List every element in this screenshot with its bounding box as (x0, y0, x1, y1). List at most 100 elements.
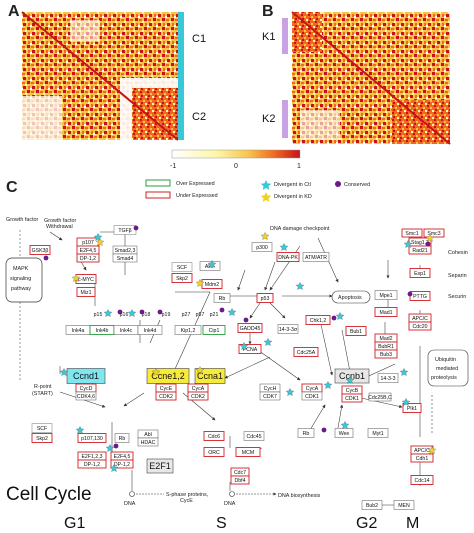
marker-star (285, 388, 295, 396)
node-ccnd1: Ccnd1 (66, 368, 106, 384)
node-f1433b: 14-3-3 (377, 373, 399, 383)
node-label: Mad2 (380, 336, 393, 342)
node-tgfb: TGFβ (113, 225, 137, 235)
node-label: Smc1 (405, 231, 418, 237)
node-p300: p300 (251, 242, 273, 252)
node-cdk1a: CDK1 (301, 391, 323, 401)
marker-star (207, 260, 217, 268)
node-label: CycA (192, 386, 205, 392)
node-p27: p27 (182, 312, 191, 318)
node-label: Smc3 (427, 231, 440, 237)
node-label: BubR1 (378, 344, 394, 350)
node-label: CDK7 (263, 394, 277, 400)
node-label: Ccnd1 (73, 371, 99, 381)
node-label: HDAC (141, 440, 156, 446)
node-label: Chk1,2 (310, 318, 327, 324)
pathway-markers (43, 225, 437, 472)
node-label: p21 (210, 312, 219, 318)
marker-star (403, 240, 413, 248)
node-label: TGFβ (118, 228, 131, 234)
node-ccna1: Ccna1 (194, 368, 226, 384)
marker-star (105, 444, 115, 452)
node-p107b: p107,130 (77, 433, 107, 443)
label-dna-2: DNA (224, 501, 236, 507)
label-dna-1: DNA (124, 501, 136, 507)
label-gf-withdrawal-2: Withdrawal (46, 224, 73, 230)
svg-text:Over Expressed: Over Expressed (176, 181, 215, 187)
node-label: CycA (306, 386, 319, 392)
node-label: Ink4a (72, 328, 85, 334)
svg-text:Under Expressed: Under Expressed (176, 193, 218, 199)
node-p53: p53 (256, 293, 274, 303)
node-cdc20: Cdc20 (408, 321, 432, 331)
node-mad1: Mad1 (374, 307, 398, 317)
marker-star (127, 309, 137, 317)
node-label: SCF (177, 265, 187, 271)
node-label: p107 (82, 240, 94, 246)
node-label: MCM (242, 450, 254, 456)
node-label: Ink4b (96, 328, 109, 334)
node-ink4b: Ink4b (89, 325, 115, 335)
node-label: Mpe1 (380, 293, 393, 299)
node-scf1: SCF (171, 262, 193, 272)
cluster-label-k2: K2 (262, 113, 275, 125)
panel-label-a: A (8, 3, 20, 20)
node-cych: CycH (259, 383, 281, 393)
node-rb2: Rb (213, 293, 231, 303)
node-label: CDK2 (191, 394, 205, 400)
node-p21: p21 (210, 312, 219, 318)
label-securin: Securin (448, 294, 466, 300)
marker-conserved (331, 315, 337, 321)
node-smc1: Smc1 (401, 228, 423, 238)
label-dna-biosynthesis: DNA biosynthesis (278, 493, 321, 499)
node-rad21: Rad21 (408, 245, 432, 255)
node-label: GADD45 (240, 326, 261, 332)
marker-conserved (113, 443, 119, 449)
marker-star (323, 381, 333, 389)
node-label: p19 (162, 312, 171, 318)
node-dp12a: DP-1,2 (76, 253, 100, 263)
node-ink4a: Ink4a (65, 325, 91, 335)
marker-star (103, 309, 113, 317)
node-f1433: 14-3-3σ (277, 324, 299, 334)
colorbar (171, 149, 301, 159)
svg-text:Conserved: Conserved (344, 182, 370, 188)
node-cyca-g2: CycA (301, 383, 323, 393)
node-label: p53 (261, 296, 270, 302)
node-label: p107,130 (81, 436, 103, 442)
panel-label-b: B (262, 3, 274, 20)
svg-text:MAPK: MAPK (13, 266, 29, 272)
node-label: Smad4 (117, 256, 134, 262)
node-label: CDK1 (305, 394, 319, 400)
marker-conserved (243, 317, 249, 323)
node-label: Mad1 (380, 310, 393, 316)
node-label: Bub3 (380, 352, 392, 358)
node-cdc14: Cdc14 (410, 475, 434, 485)
node-label: Skp2 (176, 276, 188, 282)
node-label: Skp2 (36, 436, 48, 442)
label-sphase-2: CycE (180, 498, 193, 504)
marker-star (427, 446, 437, 454)
node-cdk7: CDK7 (259, 391, 281, 401)
marker-star (335, 312, 345, 320)
node-label: CDK1 (345, 396, 359, 402)
node-e2f1: E2F1 (146, 458, 174, 474)
node-p18: p18 (142, 312, 151, 318)
marker-conserved (407, 291, 413, 297)
node-cdc7: Cdc7 (230, 467, 250, 477)
node-smad4: Smad4 (112, 253, 138, 263)
node-label: Ccnb1 (339, 371, 365, 381)
marker-star (295, 282, 305, 290)
node-label: ORC (208, 450, 220, 456)
node-label: p16 (120, 312, 129, 318)
node-label: Kip1,2 (181, 328, 196, 334)
node-dp12c: DP-1,2 (110, 459, 134, 469)
node-label: Ccne1,2 (151, 371, 185, 381)
node-myt1: Myt1 (367, 428, 389, 438)
colorbar-tick-min: -1 (170, 163, 176, 170)
node-cdk2b: CDK2 (187, 391, 209, 401)
node-plk1: Plk1 (402, 403, 422, 413)
cluster-bar-a (178, 12, 184, 140)
node-label: Miz1 (81, 290, 92, 296)
